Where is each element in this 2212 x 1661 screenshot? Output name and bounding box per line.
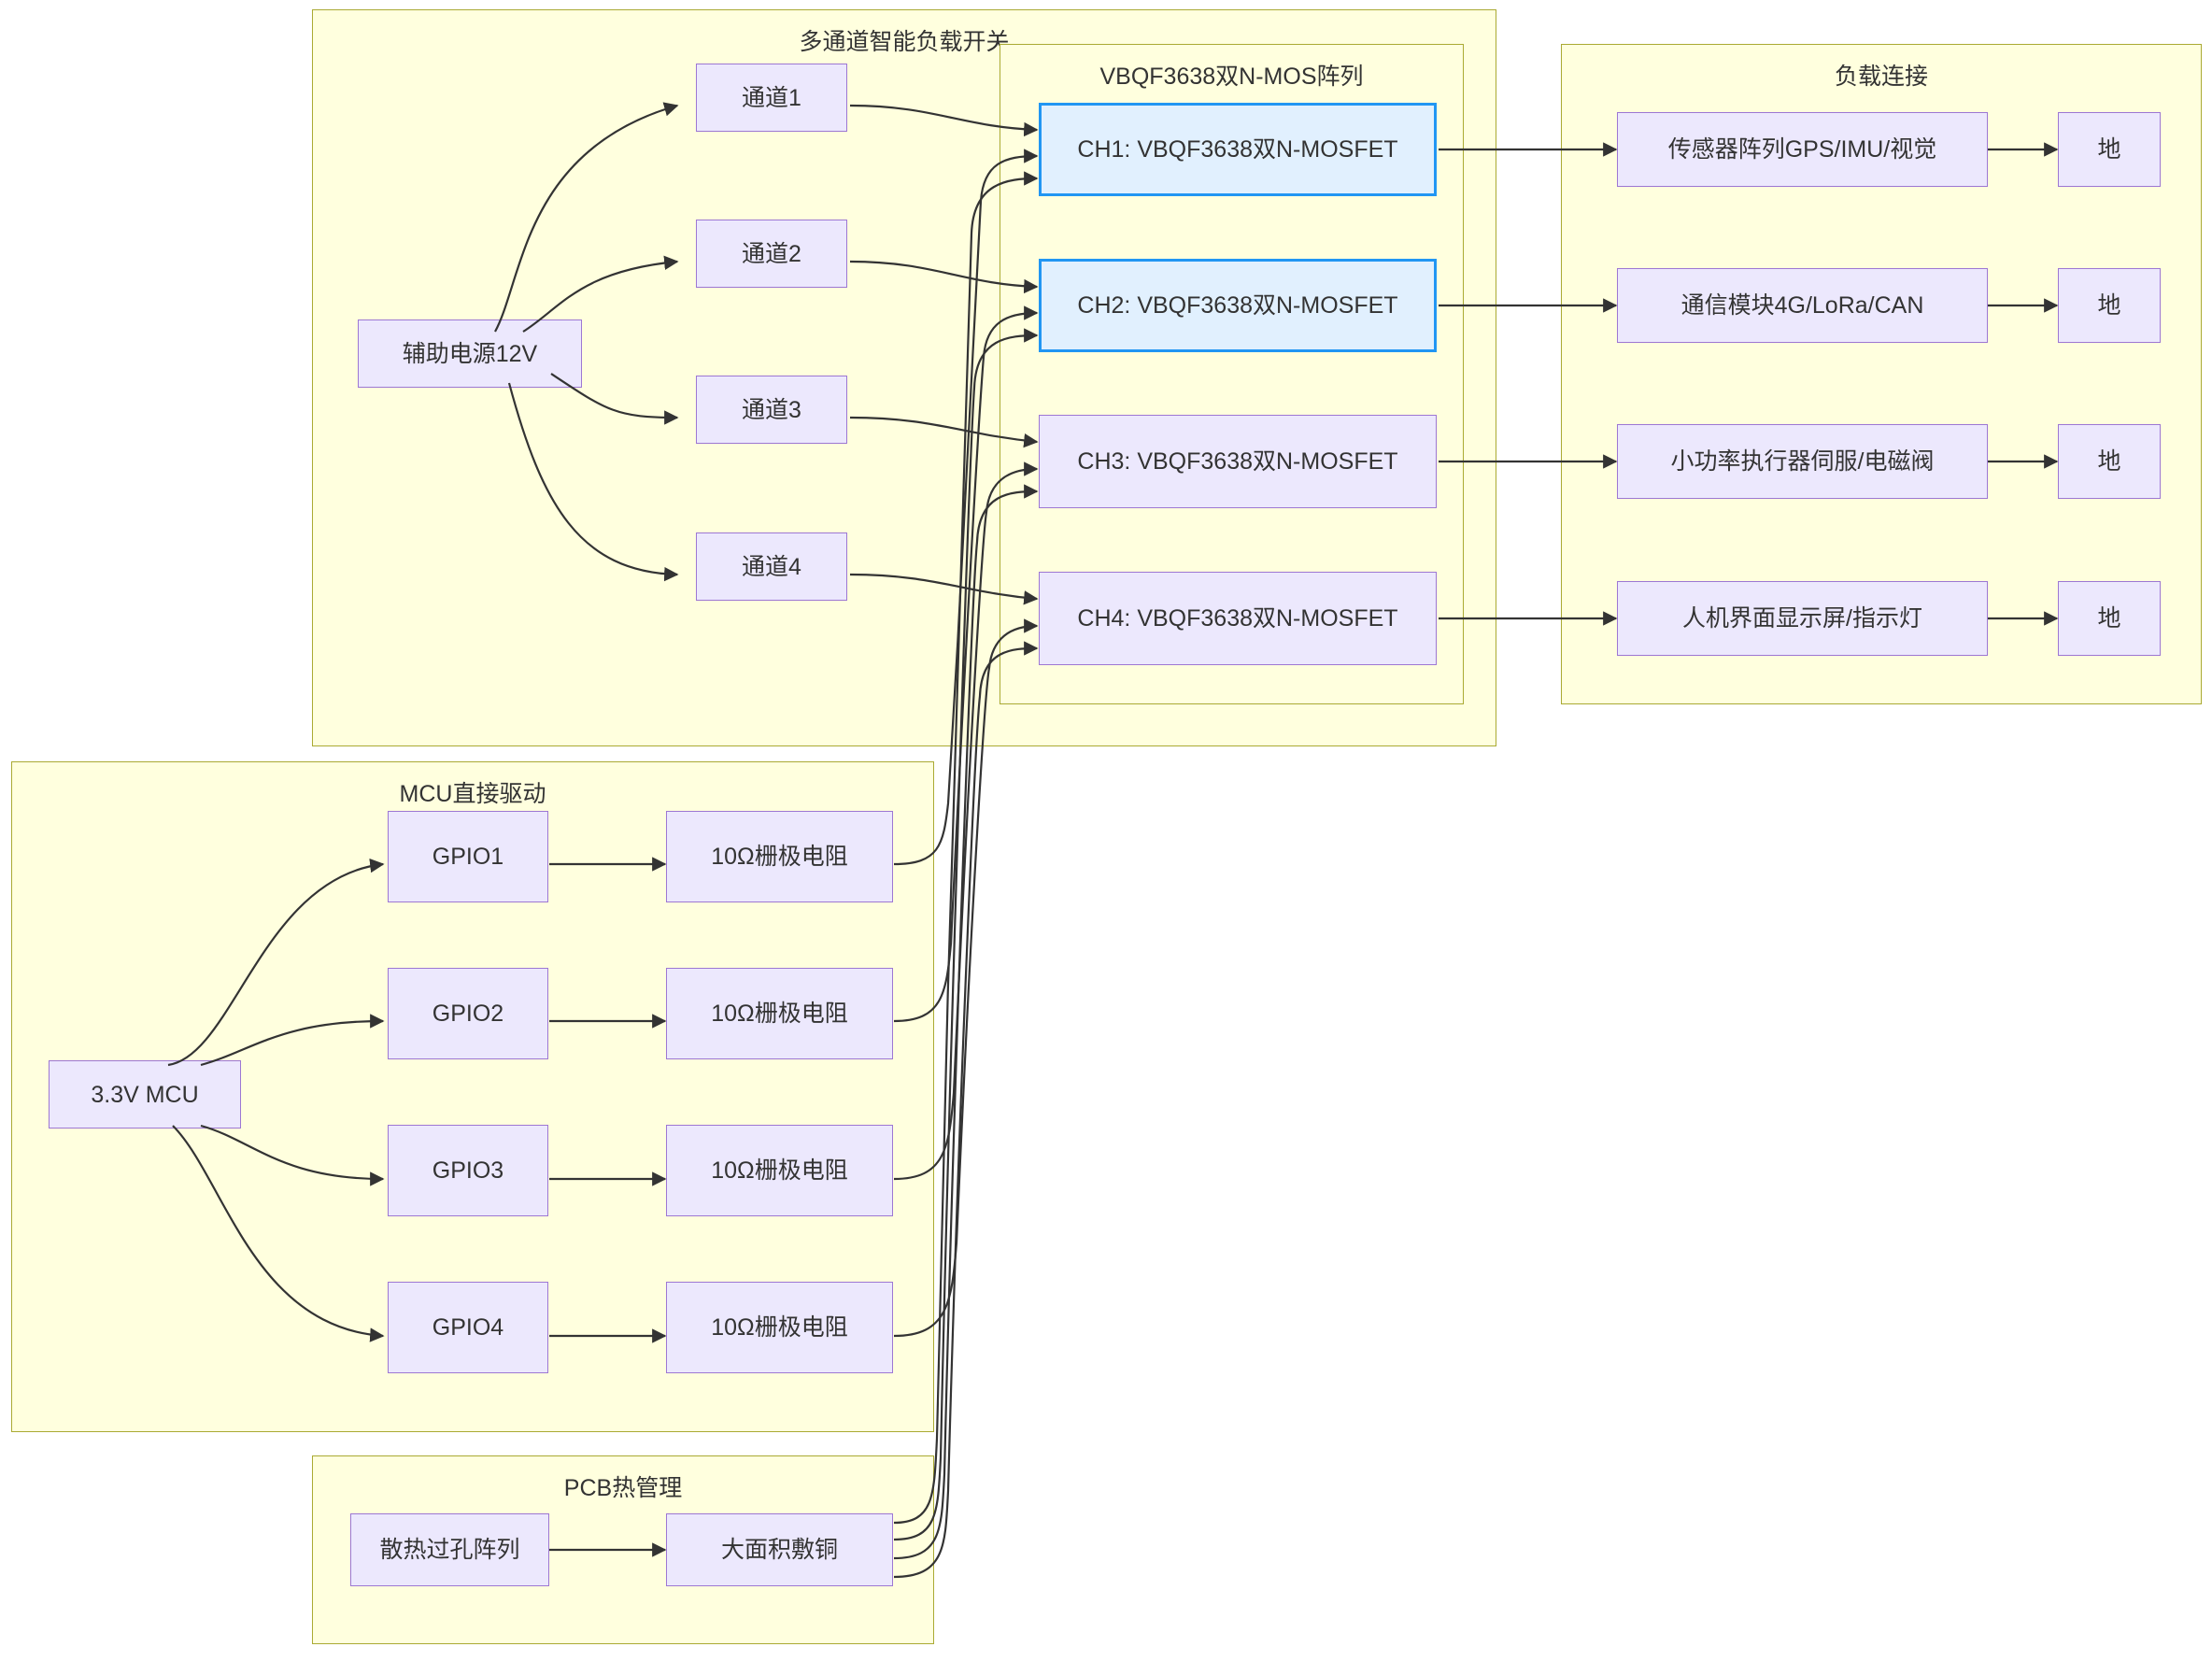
node-label-load3: 小功率执行器伺服/电磁阀: [1670, 448, 1935, 475]
node-ground-2[interactable]: 地: [2058, 268, 2161, 343]
node-gpio4[interactable]: GPIO4: [388, 1282, 548, 1373]
node-label-res1: 10Ω栅极电阻: [711, 844, 848, 870]
node-gate-resistor-2[interactable]: 10Ω栅极电阻: [666, 968, 893, 1059]
node-gate-resistor-1[interactable]: 10Ω栅极电阻: [666, 811, 893, 902]
node-label-gpio2: GPIO2: [432, 1001, 504, 1027]
cluster-title-mcu: MCU直接驱动: [399, 781, 546, 807]
node-channel2[interactable]: 通道2: [696, 220, 847, 288]
node-ground-1[interactable]: 地: [2058, 112, 2161, 187]
node-label-ch4: CH4: VBQF3638双N-MOSFET: [1077, 605, 1398, 632]
node-channel1[interactable]: 通道1: [696, 64, 847, 132]
node-label-gpio1: GPIO1: [432, 844, 504, 870]
node-ch3-mosfet[interactable]: CH3: VBQF3638双N-MOSFET: [1039, 415, 1437, 508]
node-gate-resistor-3[interactable]: 10Ω栅极电阻: [666, 1125, 893, 1216]
node-label-mcu-core: 3.3V MCU: [91, 1081, 199, 1108]
cluster-title-switch: 多通道智能负载开关: [799, 29, 1010, 55]
node-load-low-power-actuator[interactable]: 小功率执行器伺服/电磁阀: [1617, 424, 1988, 499]
cluster-title-load: 负载连接: [1834, 64, 1928, 90]
node-label-gnd2: 地: [2097, 292, 2121, 319]
node-aux-power[interactable]: 辅助电源12V: [358, 319, 582, 388]
node-label-copper: 大面积敷铜: [720, 1537, 838, 1563]
node-label-load4: 人机界面显示屏/指示灯: [1682, 605, 1922, 632]
cluster-title-thermal: PCB热管理: [563, 1475, 683, 1501]
node-gpio3[interactable]: GPIO3: [388, 1125, 548, 1216]
node-label-vias: 散热过孔阵列: [379, 1537, 520, 1563]
node-gpio2[interactable]: GPIO2: [388, 968, 548, 1059]
node-label-gnd4: 地: [2097, 605, 2121, 632]
node-label-aux-power: 辅助电源12V: [402, 340, 538, 367]
cluster-title-mosarr: VBQF3638双N-MOS阵列: [1099, 64, 1364, 90]
node-label-gpio4: GPIO4: [432, 1314, 504, 1341]
node-load-comm-module[interactable]: 通信模块4G/LoRa/CAN: [1617, 268, 1988, 343]
node-load-sensor-array[interactable]: 传感器阵列GPS/IMU/视觉: [1617, 112, 1988, 187]
node-ground-4[interactable]: 地: [2058, 581, 2161, 656]
node-mcu-core[interactable]: 3.3V MCU: [49, 1060, 241, 1129]
node-label-res2: 10Ω栅极电阻: [711, 1001, 848, 1027]
node-label-channel3: 通道3: [742, 396, 801, 423]
node-label-ch1: CH1: VBQF3638双N-MOSFET: [1077, 136, 1398, 163]
node-label-gnd3: 地: [2097, 448, 2121, 475]
node-load-hmi-display[interactable]: 人机界面显示屏/指示灯: [1617, 581, 1988, 656]
node-label-res3: 10Ω栅极电阻: [711, 1157, 848, 1184]
node-ground-3[interactable]: 地: [2058, 424, 2161, 499]
node-label-channel2: 通道2: [742, 240, 801, 267]
node-label-channel4: 通道4: [742, 553, 801, 580]
node-label-ch2: CH2: VBQF3638双N-MOSFET: [1077, 292, 1398, 319]
node-channel4[interactable]: 通道4: [696, 532, 847, 601]
node-thermal-via-array[interactable]: 散热过孔阵列: [350, 1513, 549, 1586]
node-ch1-mosfet[interactable]: CH1: VBQF3638双N-MOSFET: [1039, 103, 1437, 196]
node-label-gnd1: 地: [2097, 136, 2121, 163]
node-large-copper-pour[interactable]: 大面积敷铜: [666, 1513, 893, 1586]
node-gate-resistor-4[interactable]: 10Ω栅极电阻: [666, 1282, 893, 1373]
node-label-ch3: CH3: VBQF3638双N-MOSFET: [1077, 448, 1398, 475]
node-gpio1[interactable]: GPIO1: [388, 811, 548, 902]
node-label-load1: 传感器阵列GPS/IMU/视觉: [1667, 136, 1937, 163]
node-label-gpio3: GPIO3: [432, 1157, 504, 1184]
node-label-load2: 通信模块4G/LoRa/CAN: [1680, 292, 1924, 319]
node-ch4-mosfet[interactable]: CH4: VBQF3638双N-MOSFET: [1039, 572, 1437, 665]
node-ch2-mosfet[interactable]: CH2: VBQF3638双N-MOSFET: [1039, 259, 1437, 352]
node-channel3[interactable]: 通道3: [696, 376, 847, 444]
node-label-channel1: 通道1: [742, 84, 801, 111]
node-label-res4: 10Ω栅极电阻: [711, 1314, 848, 1341]
